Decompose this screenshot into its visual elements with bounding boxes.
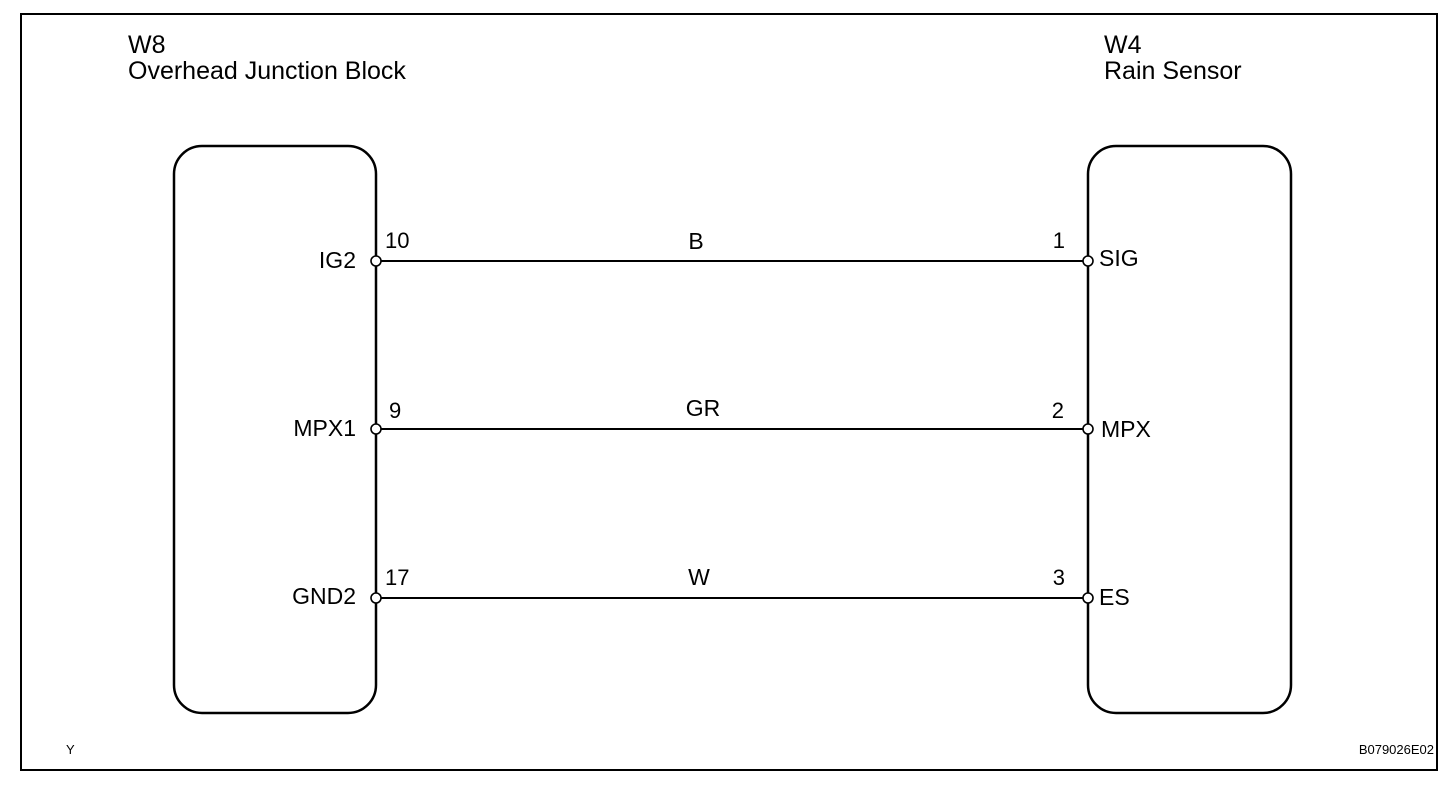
left-component-name: Overhead Junction Block xyxy=(128,57,406,85)
footer-left-mark: Y xyxy=(66,742,75,757)
wire-row-2: MPX1 9 GR 2 MPX xyxy=(293,395,1150,442)
right-pin-number-3: 3 xyxy=(1053,565,1065,590)
wire-color-label-2: GR xyxy=(686,395,721,421)
right-pin-name-3: ES xyxy=(1099,584,1130,610)
wire-row-3: GND2 17 W 3 ES xyxy=(292,564,1130,610)
wire-color-label-1: B xyxy=(688,228,703,254)
right-pin-name-1: SIG xyxy=(1099,245,1139,271)
right-pin-number-1: 1 xyxy=(1053,228,1065,253)
left-terminal-2 xyxy=(370,423,382,435)
right-component-code: W4 xyxy=(1104,31,1142,59)
left-terminal-1 xyxy=(370,255,382,267)
left-pin-number-1: 10 xyxy=(385,228,409,253)
figure-id: B079026E02 xyxy=(1359,742,1434,757)
right-terminal-3 xyxy=(1082,592,1094,604)
right-pin-name-2: MPX xyxy=(1101,416,1151,442)
left-terminal-3 xyxy=(370,592,382,604)
wire-color-label-3: W xyxy=(688,564,710,590)
left-component-code: W8 xyxy=(128,31,166,59)
right-terminal-2 xyxy=(1082,423,1094,435)
left-pin-number-2: 9 xyxy=(389,398,401,423)
left-pin-number-3: 17 xyxy=(385,565,409,590)
right-terminal-1 xyxy=(1082,255,1094,267)
right-pin-number-2: 2 xyxy=(1052,398,1064,423)
left-pin-name-1: IG2 xyxy=(319,247,356,273)
diagram-frame xyxy=(20,13,1438,771)
right-component-name: Rain Sensor xyxy=(1104,57,1242,85)
wire-row-1: IG2 10 B 1 SIG xyxy=(319,228,1139,273)
left-pin-name-3: GND2 xyxy=(292,583,356,609)
left-pin-name-2: MPX1 xyxy=(293,415,356,441)
